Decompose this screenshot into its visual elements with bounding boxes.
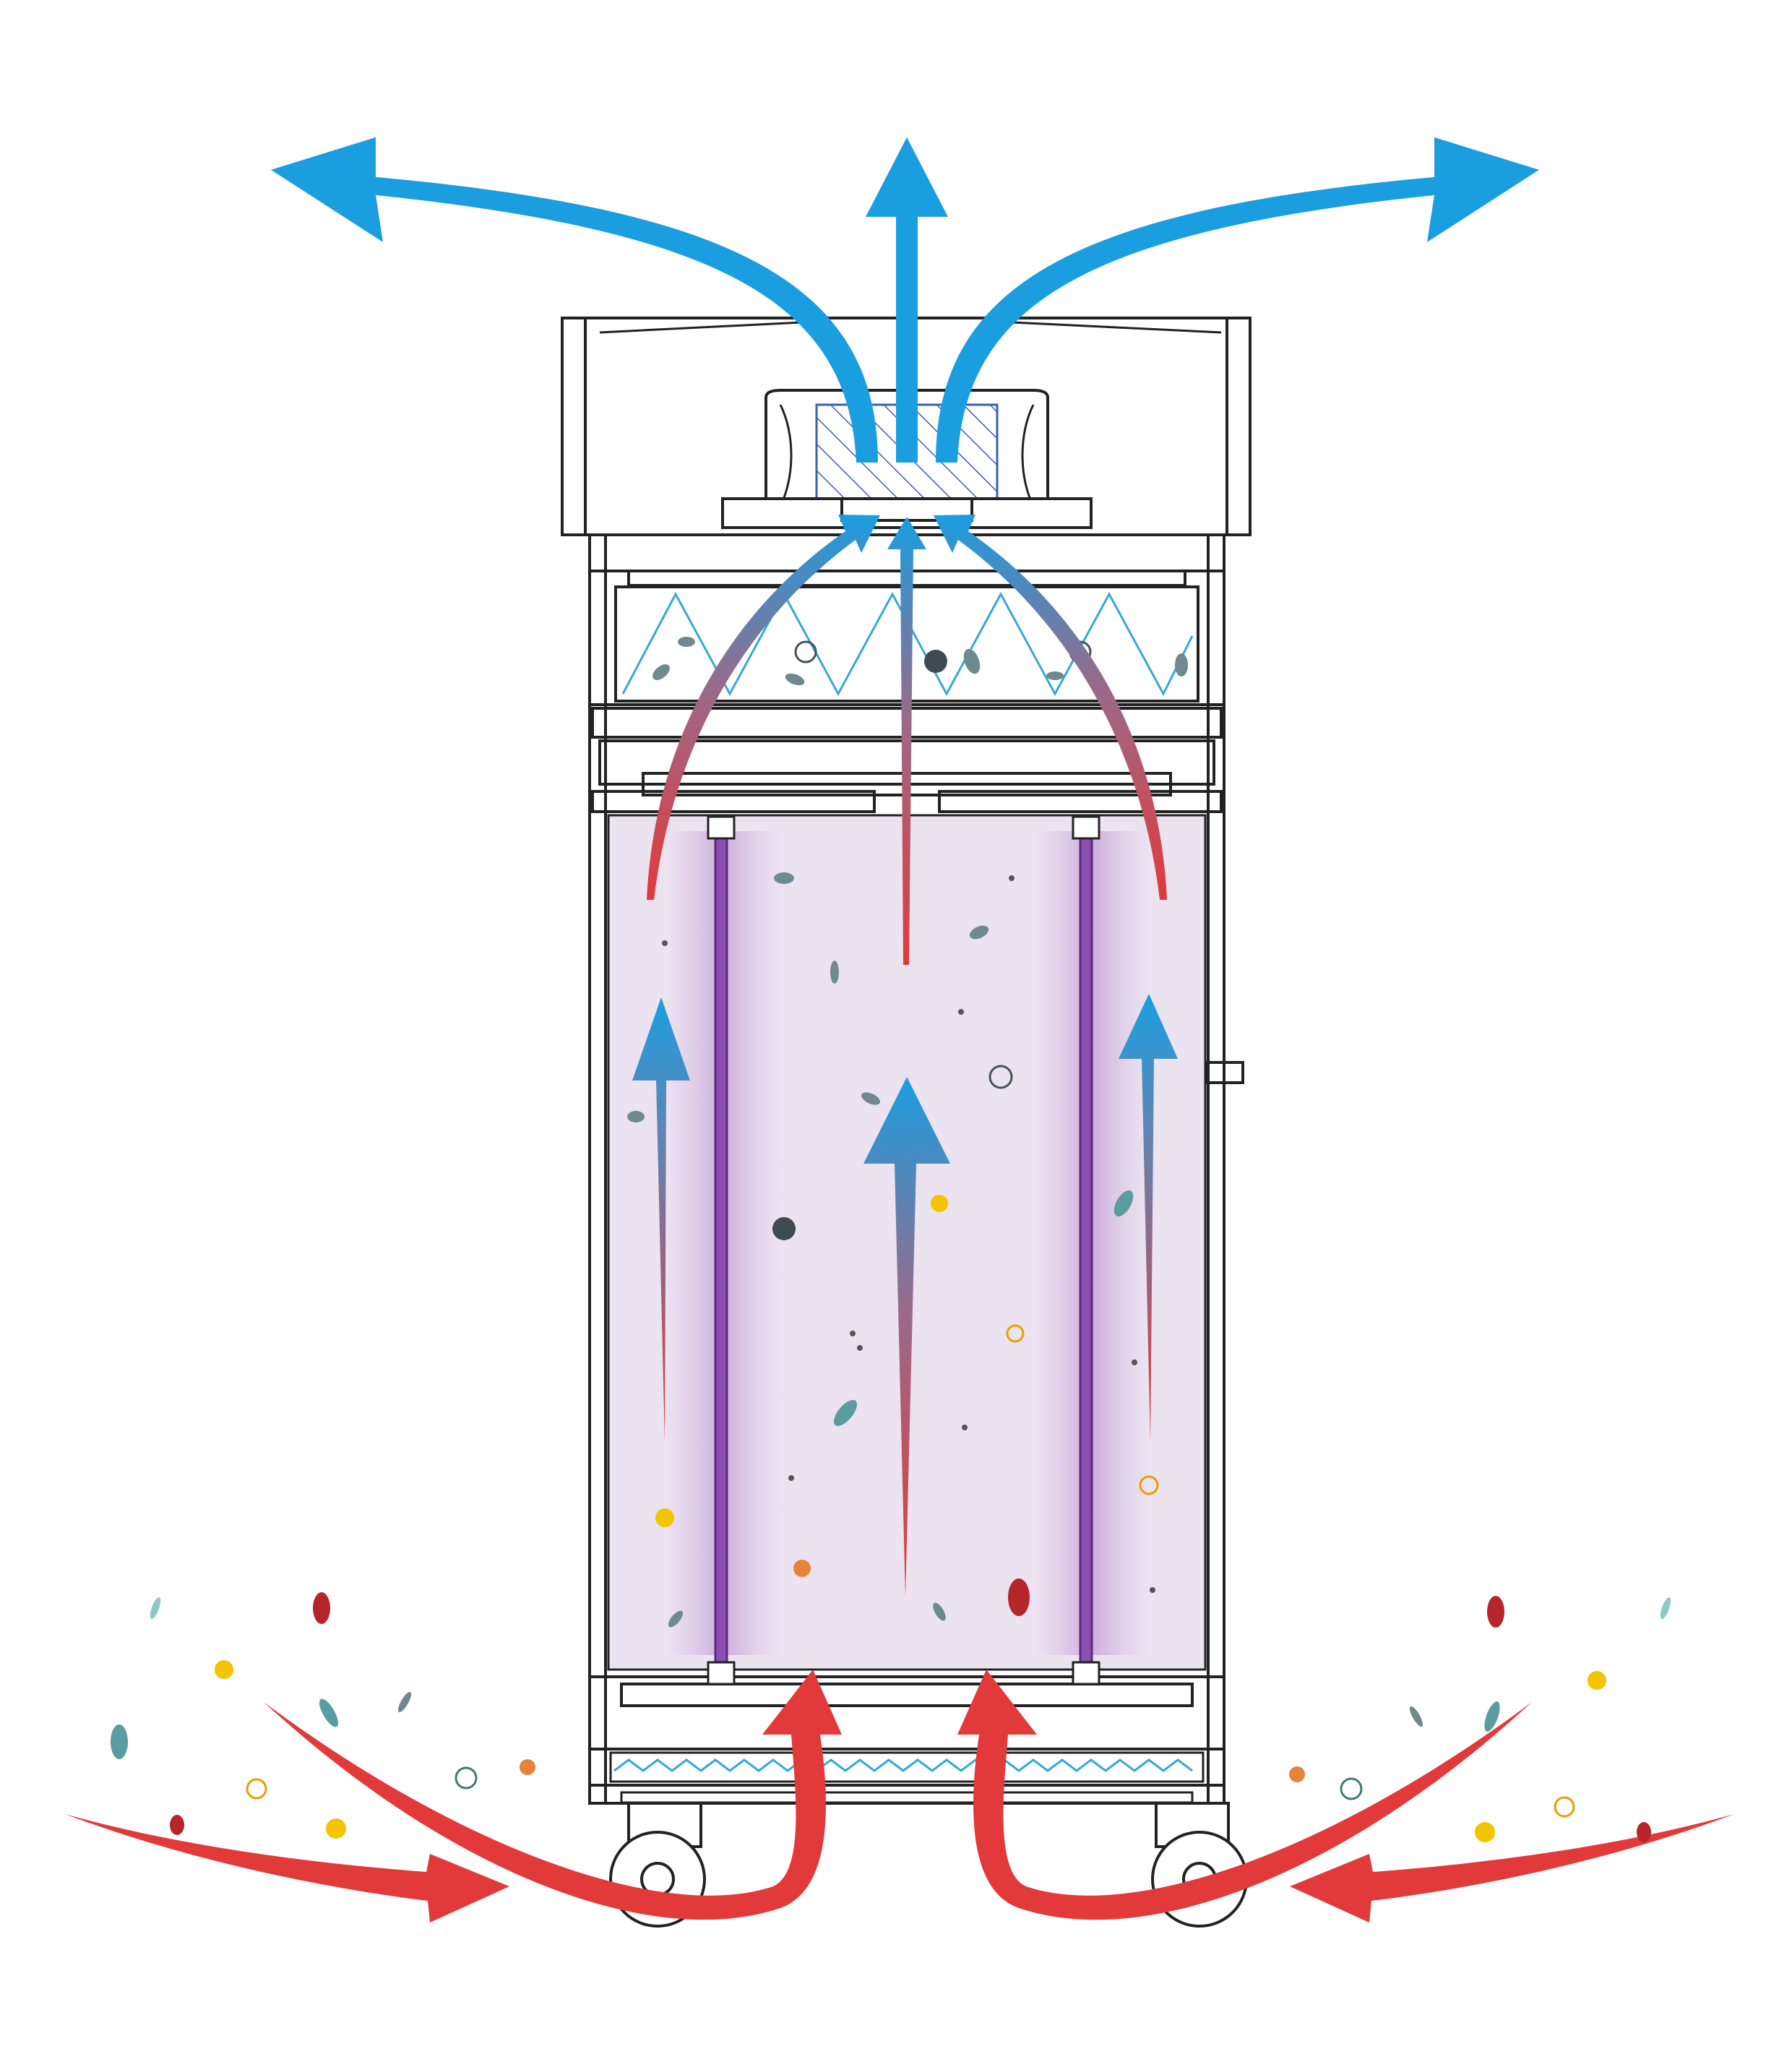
updraft-left <box>632 997 690 1442</box>
updraft-right <box>1119 994 1178 1442</box>
updraft-center <box>863 1077 950 1597</box>
exhaust-right <box>936 137 1539 463</box>
filter-airflow <box>647 515 1167 965</box>
trapped-particles <box>652 637 1188 686</box>
intake-right-outer <box>1290 1814 1734 1923</box>
exhaust-left <box>271 137 878 463</box>
intake-right-inner <box>957 1670 1532 1920</box>
filter-straight-center <box>887 517 926 965</box>
ambient-particles <box>111 1592 1671 1842</box>
chamber-particles <box>627 872 1159 1628</box>
internal-airflow <box>632 994 1178 1597</box>
exhaust-airflow <box>271 137 1539 463</box>
exhaust-center <box>866 137 948 463</box>
intake-airflow <box>65 1670 1734 1923</box>
intake-left-outer <box>65 1814 509 1923</box>
bottom-pre-filter <box>609 1751 1205 1804</box>
intake-left-inner <box>264 1670 842 1920</box>
uv-lamp-right <box>1072 815 1100 1685</box>
uv-lamp-left <box>707 815 736 1685</box>
